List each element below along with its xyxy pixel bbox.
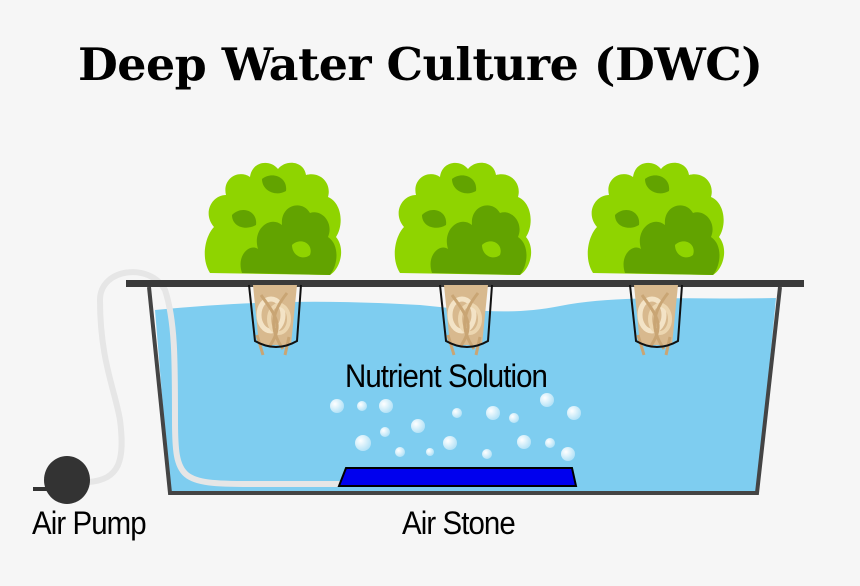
air-stone-shape: [337, 467, 578, 487]
air-bubbles: [330, 393, 581, 461]
plant-2: [394, 162, 532, 275]
nutrient-solution-label: Nutrient Solution: [345, 358, 548, 394]
tank-outline: [147, 286, 782, 495]
diagram-title: Deep Water Culture (DWC): [78, 38, 763, 91]
air-pump-base: [33, 487, 55, 491]
tank-lid: [126, 280, 804, 287]
nutrient-solution-water: [155, 298, 776, 493]
plant-3: [587, 162, 725, 275]
air-pump-body: [44, 456, 90, 504]
air-pump-label: Air Pump: [32, 505, 147, 541]
air-tube: [87, 269, 342, 487]
air-stone-label: Air Stone: [402, 505, 516, 541]
plant-1: [204, 162, 342, 275]
